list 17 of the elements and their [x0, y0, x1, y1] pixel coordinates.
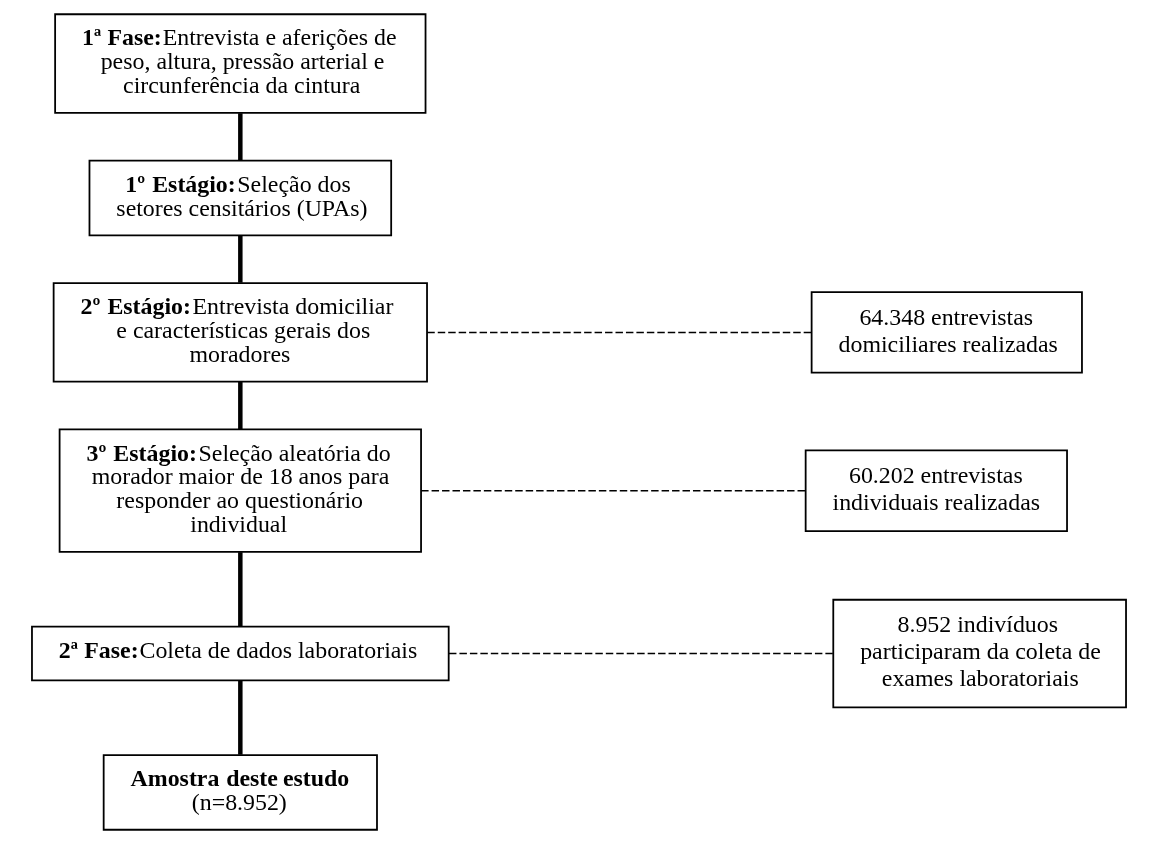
connector — [420, 489, 807, 492]
connector — [238, 113, 243, 161]
node-box: 2ª Fase:Coleta de dados laboratoriais — [31, 625, 450, 682]
node-box: 1º Estágio:Seleção dos setores censitários (UPAs) — [88, 159, 393, 237]
node-box: 2º Estágio:Entrevista domiciliar e características gerais dos moradores — [52, 282, 428, 383]
node-box: Amostra deste estudo (n=8.952) — [102, 754, 378, 831]
connector — [238, 552, 243, 627]
node-box: 3º Estágio:Seleção aleatória do morador maior de 18 anos para responder ao questionário individual — [58, 428, 422, 553]
node-box: 1ª Fase:Entrevista e aferições de peso, altura, pressão arterial e circunferência da cintura — [54, 13, 427, 114]
connector — [238, 680, 243, 755]
node-box: 60.202 entrevistas individuais realizadas — [804, 449, 1068, 532]
connector — [448, 652, 834, 655]
node-box: 8.952 indivíduos participaram da coleta de exames laboratoriais — [832, 598, 1127, 709]
node-box: 64.348 entrevistas domiciliares realizadas — [810, 291, 1083, 374]
connector — [426, 331, 813, 334]
connector — [238, 381, 243, 430]
connector — [238, 235, 243, 283]
